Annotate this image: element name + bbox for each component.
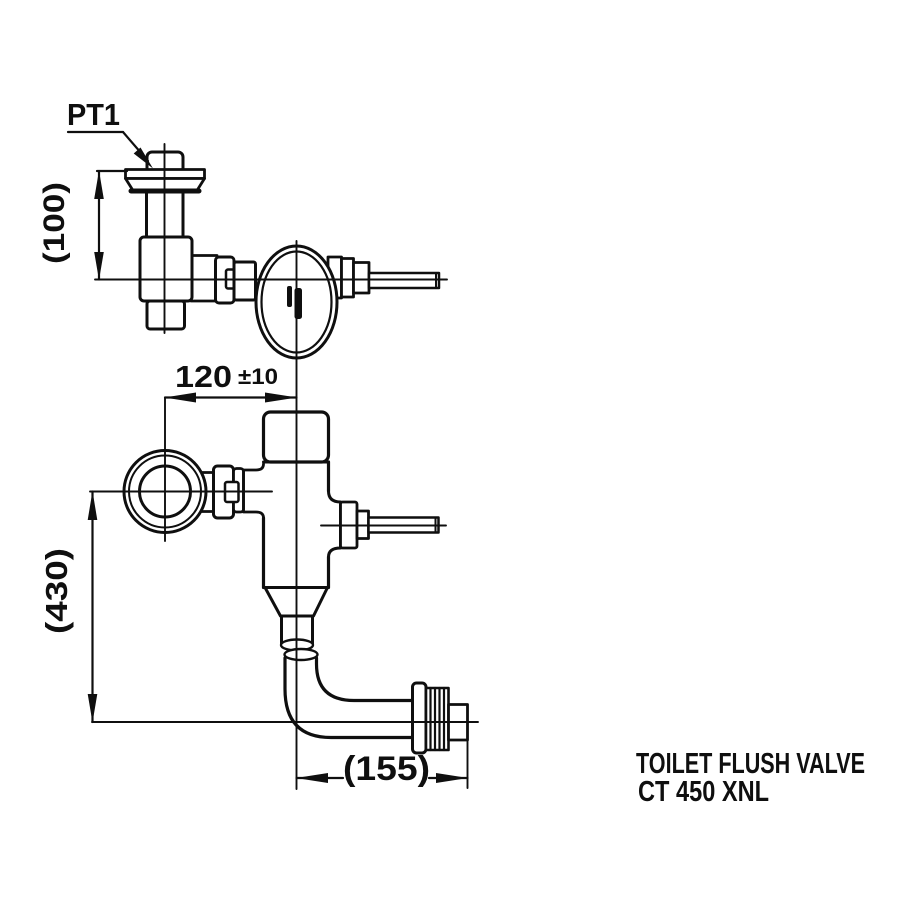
- dim-430-label: (430): [39, 548, 74, 634]
- top-view-lower-block: [145, 299, 186, 331]
- product-title: TOILET FLUSH VALVE: [636, 748, 865, 780]
- brand-logo-mark: [287, 286, 292, 307]
- arrow-430-up: [87, 491, 98, 520]
- labels: PT1 (100) 120 ±10 (430) (155): [38, 97, 430, 788]
- pt1-label: PT1: [67, 97, 120, 132]
- arrow-pt1-leader: [133, 147, 153, 169]
- centerlines: [89, 143, 479, 790]
- fitting-b: [232, 260, 257, 302]
- arrow-120-left: [164, 392, 196, 403]
- dim-100-label: (100): [38, 182, 71, 264]
- dim-155-label: (155): [343, 750, 430, 788]
- button-boss: [327, 489, 342, 559]
- right-fitting-2: [340, 257, 355, 299]
- arrow-120-right: [265, 392, 297, 403]
- elbow-outer-wall: [283, 656, 415, 740]
- title-block: TOILET FLUSH VALVE CT 450 XNL: [636, 748, 865, 808]
- arrow-430-down: [87, 694, 98, 723]
- arrow-100-down: [94, 252, 104, 280]
- right-fitting-3: [352, 261, 371, 295]
- top-view-body: [138, 235, 194, 303]
- pipe-break-lower: [283, 647, 319, 662]
- dim-120-label: 120: [175, 359, 232, 394]
- outlet-thread-body: [424, 686, 450, 752]
- arrow-155-right: [436, 773, 468, 783]
- outlet-flange: [411, 681, 428, 755]
- push-rod-top-view: [367, 271, 441, 290]
- dim-120-tolerance-label: ±10: [238, 364, 278, 389]
- arrow-100-up: [94, 170, 104, 199]
- elbow-inner-wall: [314, 656, 415, 703]
- product-model: CT 450 XNL: [638, 776, 769, 808]
- arrow-155-left: [296, 773, 328, 783]
- top-view: [124, 150, 441, 360]
- dimension-arrows: [87, 147, 468, 783]
